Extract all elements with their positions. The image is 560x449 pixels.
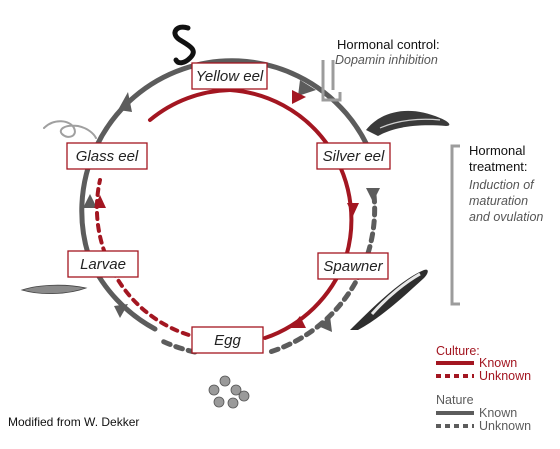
nature-unknown-arc-bottom bbox=[157, 337, 198, 355]
legend: Culture: Known Unknown Nature Known Unkn… bbox=[436, 344, 531, 433]
eggs-icon bbox=[208, 375, 250, 409]
silver-eel-icon bbox=[366, 110, 450, 136]
hormonal-treatment-title-2: treatment: bbox=[469, 159, 528, 174]
culture-known-arc-top bbox=[148, 88, 232, 122]
stage-spawner: Spawner bbox=[317, 252, 389, 280]
stage-yellow-eel-label: Yellow eel bbox=[196, 68, 264, 85]
hormonal-treatment-title-1: Hormonal bbox=[469, 143, 525, 158]
culture-arrow-right bbox=[347, 203, 359, 216]
hormonal-control-bracket bbox=[321, 60, 342, 102]
culture-arrow-left bbox=[94, 195, 106, 208]
hormonal-control-detail: Dopamin inhibition bbox=[335, 53, 438, 67]
stage-glass-eel: Glass eel bbox=[66, 142, 148, 170]
nature-arrow-left bbox=[83, 194, 97, 208]
nature-known-arc-top bbox=[79, 58, 377, 263]
yellow-eel-icon bbox=[172, 24, 196, 66]
legend-nature-heading: Nature bbox=[436, 393, 474, 407]
glass-eel-icon bbox=[43, 120, 97, 139]
hormonal-treatment-detail-3: and ovulation bbox=[469, 210, 543, 224]
nature-arrow-bottom-right bbox=[318, 316, 332, 332]
nature-unknown-arc bbox=[267, 192, 378, 355]
culture-known-arc bbox=[228, 88, 354, 340]
legend-nature-unknown: Unknown bbox=[479, 419, 531, 433]
hormonal-treatment-detail-1: Induction of bbox=[469, 178, 535, 192]
nature-arrowheads bbox=[83, 80, 380, 332]
nature-arrow-top-right bbox=[298, 80, 316, 96]
stage-silver-eel: Silver eel bbox=[316, 142, 391, 170]
legend-culture-known: Known bbox=[479, 356, 517, 370]
hormonal-control-title: Hormonal control: bbox=[337, 37, 440, 52]
spawner-eel-icon bbox=[350, 269, 428, 330]
culture-arrowheads bbox=[94, 90, 359, 328]
hormonal-treatment-bracket bbox=[450, 144, 460, 306]
credit-text: Modified from W. Dekker bbox=[8, 415, 139, 429]
hormonal-treatment-detail-2: maturation bbox=[469, 194, 528, 208]
stage-larvae-label: Larvae bbox=[80, 256, 126, 273]
culture-arrow-top bbox=[292, 90, 306, 104]
legend-nature-known: Known bbox=[479, 406, 517, 420]
nature-arrow-left-bottom bbox=[114, 304, 128, 318]
stage-yellow-eel: Yellow eel bbox=[191, 62, 268, 90]
stage-egg: Egg bbox=[191, 326, 264, 354]
larva-icon bbox=[20, 284, 88, 295]
nature-arrow-right bbox=[366, 188, 380, 202]
stage-larvae: Larvae bbox=[67, 250, 139, 278]
stage-egg-label: Egg bbox=[214, 332, 241, 349]
legend-culture-heading: Culture: bbox=[436, 344, 480, 358]
culture-arrow-bottom bbox=[290, 316, 306, 328]
stage-silver-eel-label: Silver eel bbox=[323, 148, 385, 165]
legend-culture-unknown: Unknown bbox=[479, 369, 531, 383]
nature-arrow-top-left bbox=[118, 92, 132, 112]
stage-spawner-label: Spawner bbox=[323, 258, 383, 275]
culture-cycle bbox=[94, 88, 354, 340]
stage-glass-eel-label: Glass eel bbox=[76, 148, 139, 165]
